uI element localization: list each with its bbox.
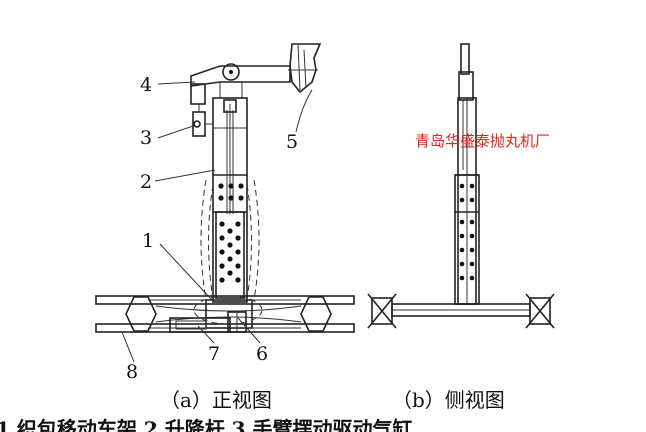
nozzle-head	[288, 43, 322, 94]
callout-2: 2	[140, 171, 152, 193]
legend-partial: 1 织包移动车架 2 升降杆 3 手臂摆动驱动气缸	[0, 417, 413, 432]
carriage	[169, 295, 263, 333]
arm-cylinder	[190, 83, 213, 137]
leader-lines	[121, 81, 313, 363]
callout-4: 4	[140, 74, 152, 96]
callout-8: 8	[126, 361, 138, 383]
callout-3: 3	[140, 127, 152, 149]
lifting-column	[200, 97, 260, 303]
front-view	[95, 43, 355, 363]
callout-6: 6	[256, 343, 268, 365]
callout-5: 5	[286, 131, 298, 153]
caption-side-view: （b）侧视图	[392, 388, 505, 412]
callout-7: 7	[208, 343, 220, 365]
side-view	[367, 43, 555, 329]
caption-front-view: （a）正视图	[160, 388, 272, 412]
watermark-text: 青岛华盛泰抛丸机厂	[415, 132, 550, 150]
callout-1: 1	[142, 230, 154, 252]
swing-arm	[190, 63, 291, 98]
